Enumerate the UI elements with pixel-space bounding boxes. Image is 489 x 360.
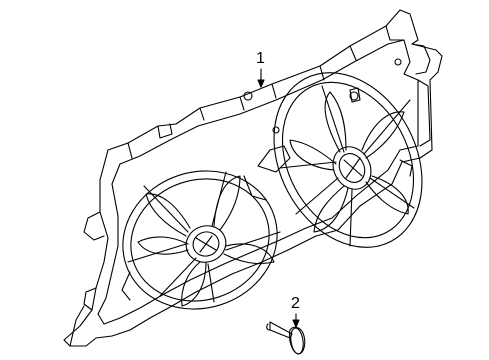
callout-2-leader bbox=[292, 313, 300, 328]
left-fan bbox=[122, 170, 281, 310]
callout-number-1: 1 bbox=[256, 50, 265, 67]
callout-number-2: 2 bbox=[291, 295, 300, 312]
shroud-frame bbox=[63, 9, 443, 347]
callout-1-leader bbox=[257, 68, 265, 88]
right-fan bbox=[273, 72, 423, 248]
shroud-details bbox=[121, 58, 413, 301]
pushpin-retainer bbox=[266, 321, 306, 355]
